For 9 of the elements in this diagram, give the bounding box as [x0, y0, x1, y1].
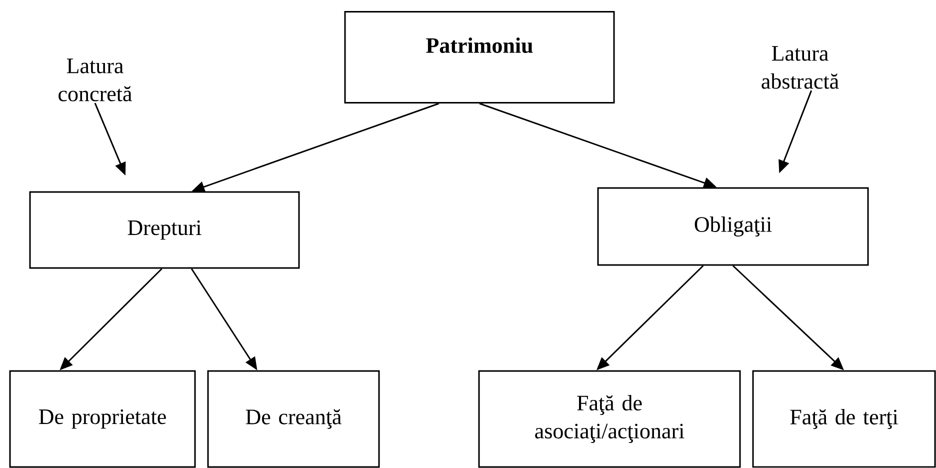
- category-box: Drepturi: [29, 191, 300, 269]
- category-box: Faţă de terţi: [752, 370, 936, 468]
- category-box: Obligaţii: [597, 187, 869, 266]
- title-box: Patrimoniu: [344, 11, 615, 104]
- category-box: De creanţă: [207, 370, 380, 468]
- category-box: Faţă de asociaţi/acţionari: [478, 370, 741, 468]
- category-box: De proprietate: [9, 370, 196, 468]
- side-label: Latura concretă: [58, 58, 132, 102]
- side-label: Latura abstractă: [762, 46, 839, 89]
